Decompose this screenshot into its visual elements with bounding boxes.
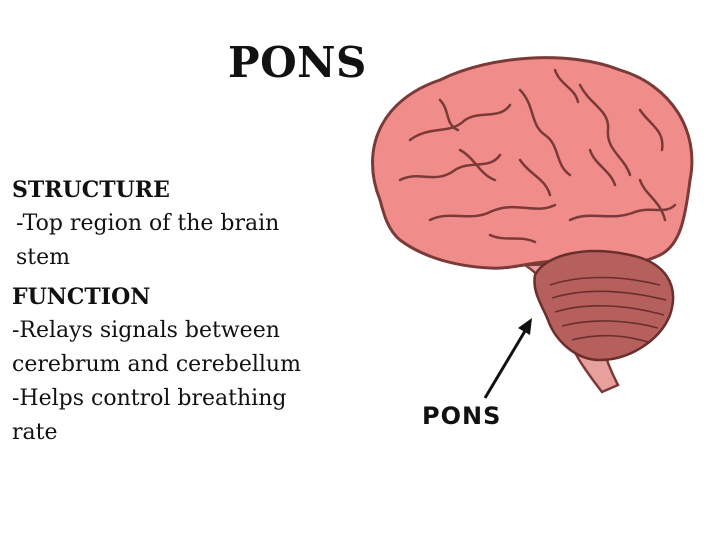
- pointer-arrow: [483, 318, 532, 399]
- structure-line-2: stem: [16, 245, 71, 270]
- structure-heading: STRUCTURE: [12, 177, 170, 203]
- brain-illustration: [371, 56, 694, 399]
- function-line-3: -Helps control breathing: [12, 386, 287, 411]
- cerebellum-folds: [549, 276, 667, 343]
- brain-folds: [398, 68, 677, 244]
- structure-line-1: -Top region of the brain: [16, 211, 280, 236]
- function-line-4: rate: [12, 420, 58, 445]
- cerebrum-shape: [371, 56, 694, 270]
- slide-title: PONS: [228, 38, 367, 87]
- structure-section: STRUCTURE -Top region of the brain stem: [12, 173, 279, 275]
- function-heading: FUNCTION: [12, 284, 151, 310]
- pons-figure-label: PONS: [422, 402, 502, 430]
- function-section: FUNCTION -Relays signals between cerebru…: [12, 280, 301, 450]
- function-line-2: cerebrum and cerebellum: [12, 352, 301, 377]
- function-line-1: -Relays signals between: [12, 318, 280, 343]
